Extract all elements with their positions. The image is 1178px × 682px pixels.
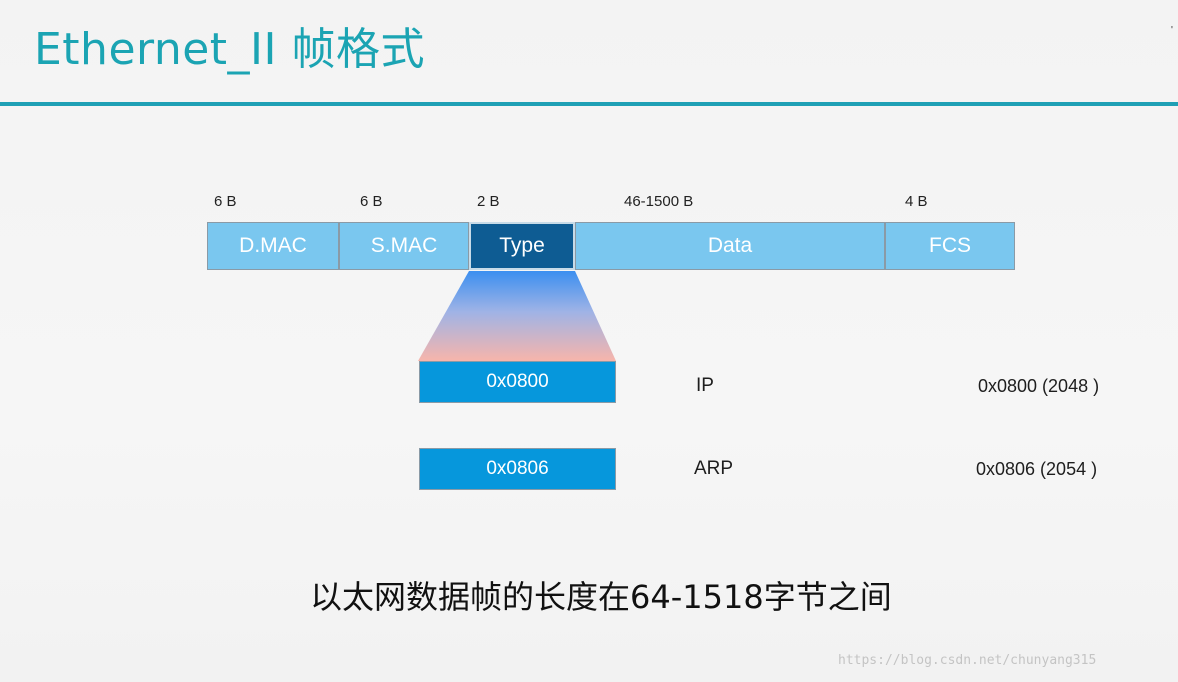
slide-title: Ethernet_II 帧格式 — [34, 24, 425, 75]
protocol-ip-code: 0x0800 (2048 ) — [978, 376, 1100, 396]
fcs-size-label: 4 B — [905, 193, 928, 210]
protocol-arp-label: ARP — [694, 458, 734, 479]
type-field: Type — [469, 222, 575, 270]
data-size-label: 46-1500 B — [624, 193, 694, 210]
source-watermark: https://blog.csdn.net/chunyang315 — [838, 653, 1097, 668]
dmac-field: D.MAC — [207, 222, 339, 270]
type-expansion-funnel — [418, 271, 616, 361]
type-size-label: 2 B — [477, 193, 500, 210]
fcs-field: FCS — [885, 222, 1015, 270]
frame-length-note: 以太网数据帧的长度在64-1518字节之间 — [310, 578, 892, 616]
smac-field: S.MAC — [339, 222, 469, 270]
data-field: Data — [575, 222, 885, 270]
protocol-ip-label: IP — [696, 375, 714, 396]
type-value-ip-box: 0x0800 — [419, 361, 616, 403]
protocol-arp-code: 0x0806 (2054 ) — [976, 459, 1098, 479]
title-underline — [0, 102, 1178, 106]
corner-mark: ' — [1171, 25, 1173, 36]
dmac-size-label: 6 B — [214, 193, 237, 210]
type-value-arp-box: 0x0806 — [419, 448, 616, 490]
smac-size-label: 6 B — [360, 193, 383, 210]
